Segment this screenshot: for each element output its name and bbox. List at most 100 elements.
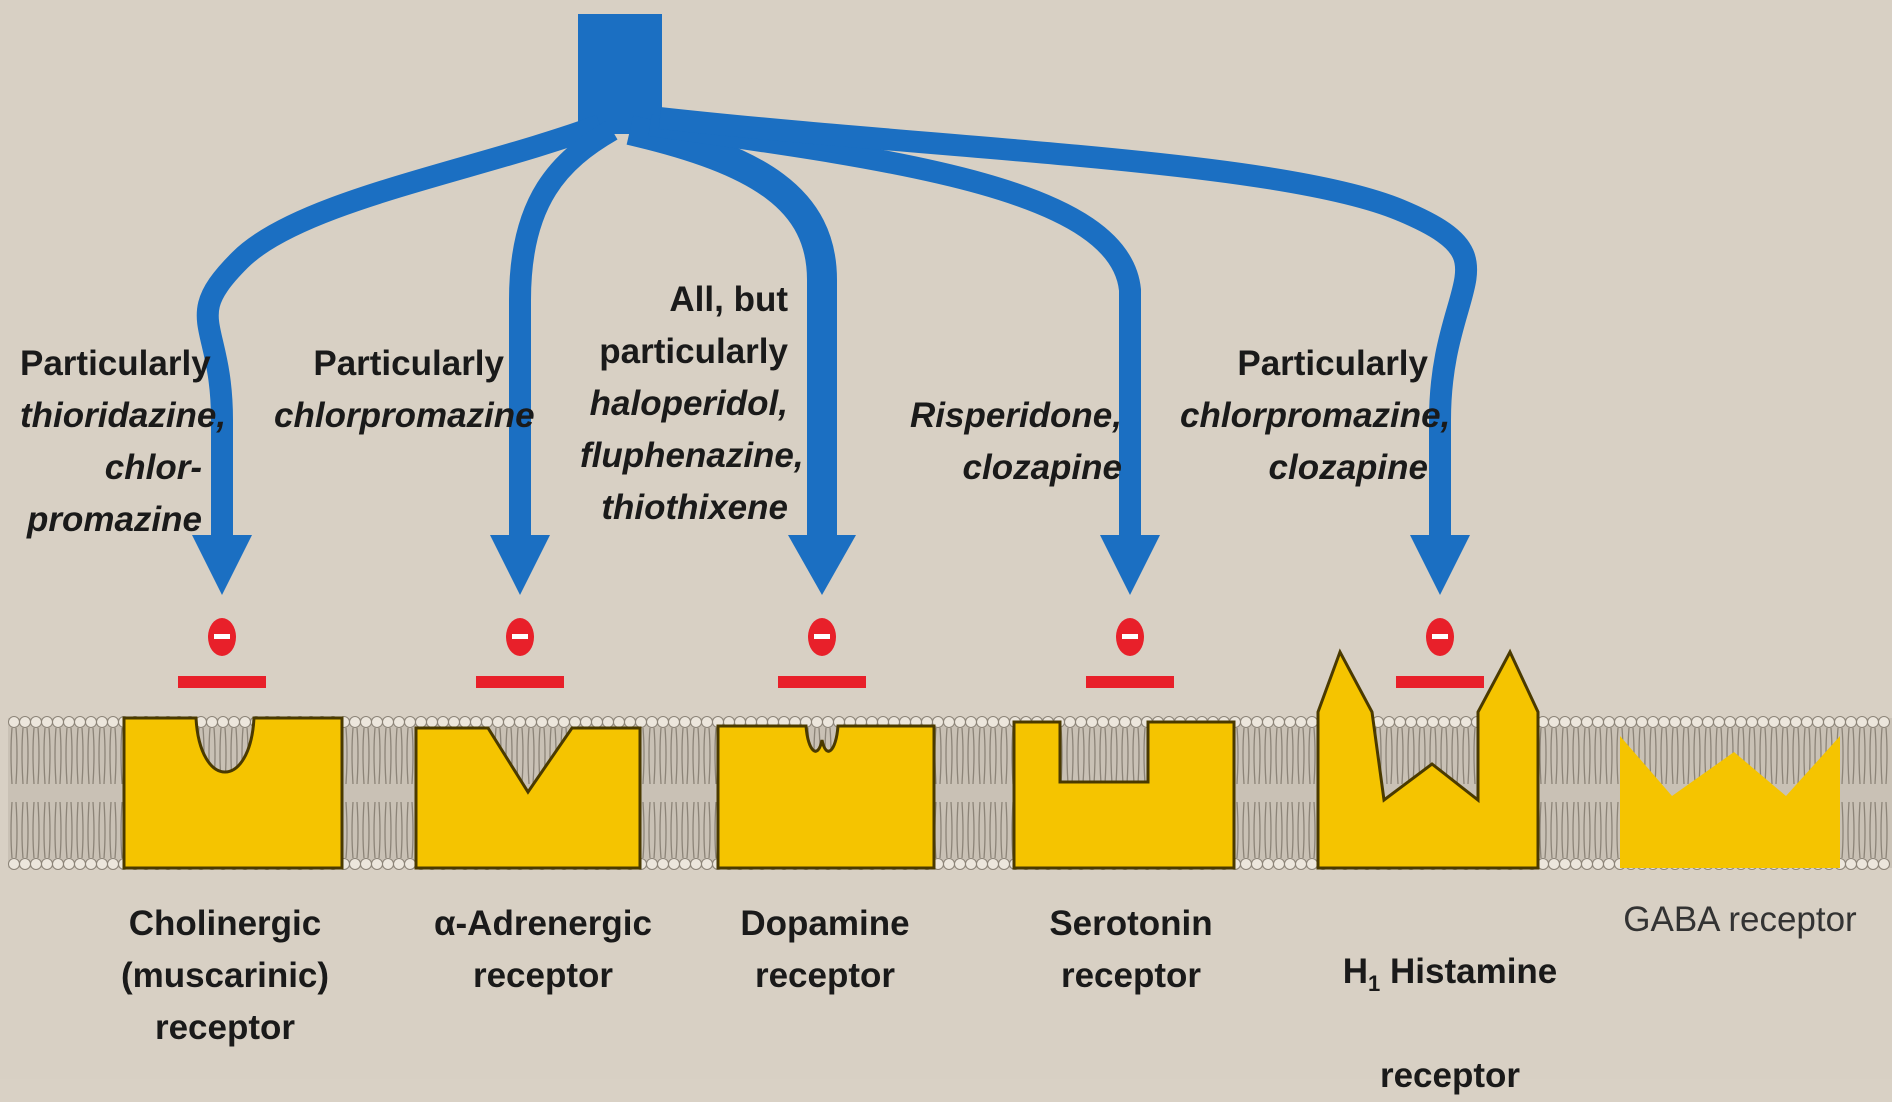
lipid-head [42,859,53,870]
drug-label-cholinergic: Particularly thioridazine, chlor- promaz… [20,286,202,546]
lipid-head [680,859,691,870]
lipid-head [1868,859,1879,870]
lipid-head [1879,859,1890,870]
drug-label-names: thioridazine, chlor- promazine [20,396,226,539]
lipid-head [1769,717,1780,728]
lipid-head [702,859,713,870]
lipid-head [823,717,834,728]
lipid-head [1549,717,1560,728]
lipid-head [647,859,658,870]
lipid-head [64,859,75,870]
lipid-head [1417,717,1428,728]
arrow-heads [192,535,1470,595]
receptor-label-histamine-line2: receptor [1380,1056,1520,1095]
lipid-head [1274,859,1285,870]
lipid-head [64,717,75,728]
drug-label-histamine: Particularly chlorpromazine, clozapine [1180,286,1428,494]
lipid-head [999,859,1010,870]
lipid-head [31,859,42,870]
lipid-head [1450,717,1461,728]
lipid-head [1659,717,1670,728]
arrow-head-histamine [1410,535,1470,595]
lipid-head [515,717,526,728]
receptor-label-histamine-prefix: H [1343,952,1368,991]
receptor-label-cholinergic: Cholinergic (muscarinic) receptor [100,898,350,1054]
lipid-head [1285,717,1296,728]
arrow-head-adrenergic [490,535,550,595]
lipid-head [1241,717,1252,728]
drug-label-names: haloperidol, fluphenazine, thiothixene [580,384,804,527]
drug-label-adrenergic: Particularly chlorpromazine [274,286,504,442]
lipid-head [394,859,405,870]
receptor-label-adrenergic: α-Adrenergic receptor [418,898,668,1002]
drug-label-lead: Particularly [313,344,504,383]
lipid-head [691,717,702,728]
lipid-head [1846,717,1857,728]
diagram: Particularly thioridazine, chlor- promaz… [0,0,1892,1079]
lipid-head [1791,717,1802,728]
lipid-head [53,717,64,728]
lipid-head [581,717,592,728]
lipid-head [108,717,119,728]
lipid-head [1296,859,1307,870]
lipid-head [702,717,713,728]
lipid-head [361,859,372,870]
lipid-head [1604,717,1615,728]
lipid-head [680,717,691,728]
lipid-head [658,859,669,870]
lipid-head [944,859,955,870]
lipid-head [1681,717,1692,728]
minus-circle-icon [1396,618,1484,688]
lipid-head [1571,859,1582,870]
drug-label-lead: Particularly [1237,344,1428,383]
lipid-head [669,859,680,870]
lipid-head [647,717,658,728]
lipid-head [999,717,1010,728]
lipid-head [416,717,427,728]
lipid-head [1076,717,1087,728]
drug-label-names: Risperidone, clozapine [910,396,1122,487]
lipid-head [1780,717,1791,728]
lipid-head [42,717,53,728]
lipid-head [614,717,625,728]
lipid-head [1879,717,1890,728]
lipid-head [372,717,383,728]
lipid-head [1824,717,1835,728]
lipid-head [493,717,504,728]
lipid-head [1560,717,1571,728]
lipid-head [427,717,438,728]
lipid-head [977,859,988,870]
lipid-head [1736,717,1747,728]
minus-circle-icon [476,618,564,688]
lipid-head [438,717,449,728]
lipid-head [383,717,394,728]
lipid-head [449,717,460,728]
lipid-head [1637,717,1648,728]
lipid-head [1549,859,1560,870]
lipid-head [1285,859,1296,870]
lipid-head [1571,717,1582,728]
arrow-head-dopamine [788,535,856,595]
lipid-head [1560,859,1571,870]
lipid-head [207,717,218,728]
lipid-head [372,859,383,870]
lipid-head [1241,859,1252,870]
lipid-head [603,717,614,728]
lipid-head [1593,717,1604,728]
lipid-head [20,717,31,728]
lipid-head [1439,717,1450,728]
lipid-head [1263,717,1274,728]
lipid-head [229,717,240,728]
lipid-head [361,717,372,728]
receptor-label-dopamine: Dopamine receptor [700,898,950,1002]
lipid-head [658,717,669,728]
receptor-label-histamine-rest: Histamine [1380,952,1557,991]
lipid-head [1395,717,1406,728]
lipid-head [1802,717,1813,728]
lipid-head [97,859,108,870]
lipid-head [1252,717,1263,728]
lipid-head [1692,717,1703,728]
lipid-head [471,717,482,728]
lipid-head [20,859,31,870]
lipid-head [966,859,977,870]
